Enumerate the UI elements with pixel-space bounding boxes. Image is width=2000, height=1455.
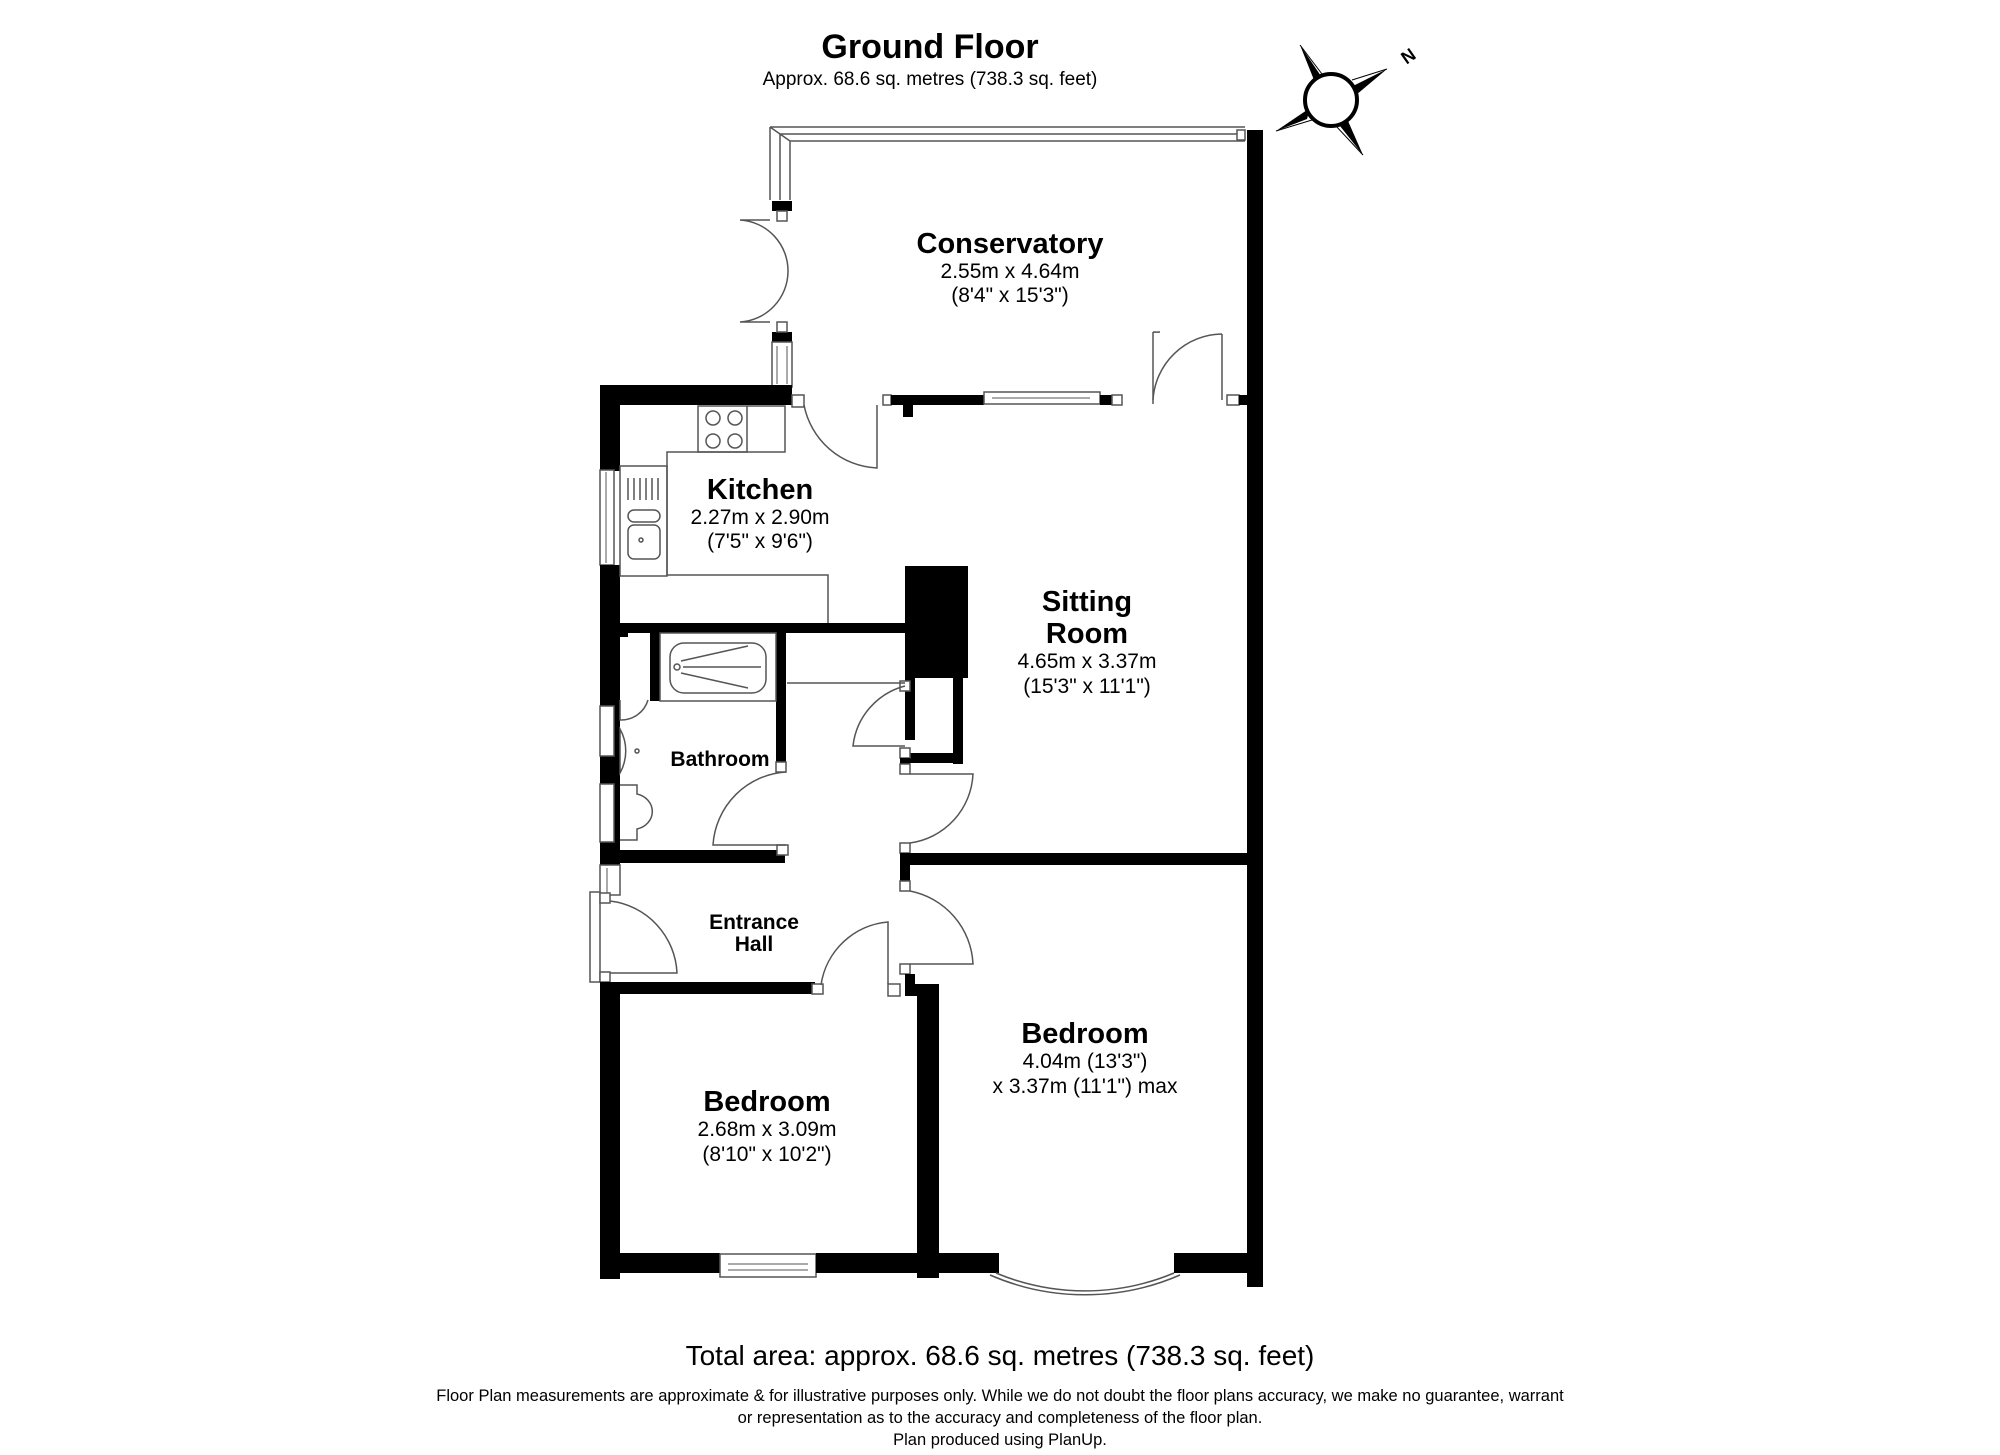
conservatory-frame <box>739 126 1246 388</box>
svg-text:x 3.37m (11'1") max: x 3.37m (11'1") max <box>993 1075 1178 1098</box>
svg-text:Hall: Hall <box>735 933 774 956</box>
total-area: Total area: approx. 68.6 sq. metres (738… <box>685 1340 1315 1371</box>
kitchen-fittings <box>619 405 829 623</box>
svg-text:(8'4" x 15'3"): (8'4" x 15'3") <box>951 284 1068 307</box>
svg-text:Bathroom: Bathroom <box>670 748 769 771</box>
svg-text:4.04m (13'3"): 4.04m (13'3") <box>1023 1050 1148 1073</box>
kitchen-walls <box>599 385 968 865</box>
cupboard <box>787 670 974 854</box>
entrance-hall-walls <box>589 843 928 1279</box>
svg-text:(15'3" x 11'1"): (15'3" x 11'1") <box>1023 675 1151 698</box>
svg-text:Bedroom: Bedroom <box>703 1086 830 1118</box>
exterior-wall-east <box>1247 130 1263 1287</box>
compass-north-icon: N <box>1275 44 1419 156</box>
room-bedroom-1: Bedroom 4.04m (13'3") x 3.37m (11'1") ma… <box>993 1018 1178 1098</box>
disclaimer-line-1: Floor Plan measurements are approximate … <box>436 1387 1564 1405</box>
room-conservatory: Conservatory 2.55m x 4.64m (8'4" x 15'3"… <box>917 228 1104 307</box>
room-bedroom-2: Bedroom 2.68m x 3.09m (8'10" x 10'2") <box>698 1086 837 1166</box>
room-entrance-hall: Entrance Hall <box>709 911 799 956</box>
svg-text:Conservatory: Conservatory <box>917 228 1104 260</box>
floor-area-subtitle: Approx. 68.6 sq. metres (738.3 sq. feet) <box>762 69 1098 90</box>
sitting-room-north-wall <box>600 331 1249 469</box>
room-bathroom: Bathroom <box>670 748 769 771</box>
room-kitchen: Kitchen 2.27m x 2.90m (7'5" x 9'6") <box>691 474 830 553</box>
svg-text:Room: Room <box>1046 618 1128 650</box>
svg-text:Bedroom: Bedroom <box>1021 1018 1148 1050</box>
plan-credit: Plan produced using PlanUp. <box>893 1431 1107 1449</box>
floor-title: Ground Floor <box>821 28 1039 66</box>
svg-text:(7'5" x 9'6"): (7'5" x 9'6") <box>707 530 813 553</box>
compass-label: N <box>1397 44 1419 68</box>
svg-text:2.55m x 4.64m: 2.55m x 4.64m <box>941 260 1080 283</box>
disclaimer-line-2: or representation as to the accuracy and… <box>737 1409 1263 1427</box>
svg-text:Entrance: Entrance <box>709 911 799 934</box>
svg-text:(8'10" x 10'2"): (8'10" x 10'2") <box>702 1143 831 1166</box>
interior-walls <box>887 853 1249 1278</box>
svg-text:Kitchen: Kitchen <box>707 474 813 506</box>
svg-text:2.68m x 3.09m: 2.68m x 3.09m <box>698 1118 837 1141</box>
room-sitting-room: Sitting Room 4.65m x 3.37m (15'3" x 11'1… <box>1018 586 1157 698</box>
bathroom <box>599 632 789 863</box>
svg-text:Sitting: Sitting <box>1042 586 1132 618</box>
svg-text:4.65m x 3.37m: 4.65m x 3.37m <box>1018 650 1157 673</box>
svg-text:2.27m x 2.90m: 2.27m x 2.90m <box>691 506 830 529</box>
exterior-wall-south <box>600 1253 1263 1296</box>
